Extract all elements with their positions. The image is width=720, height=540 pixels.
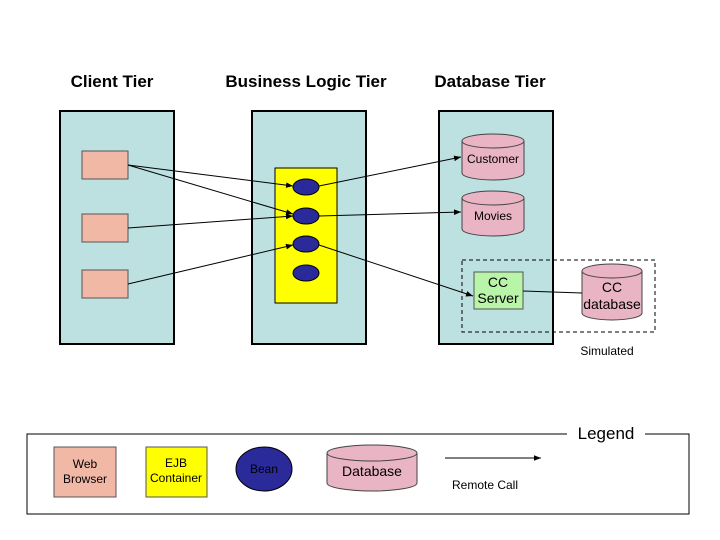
legend-title: Legend bbox=[578, 424, 635, 443]
customer-database: Customer bbox=[461, 133, 525, 181]
database-tier-title: Database Tier bbox=[434, 72, 546, 91]
cc-database: CC database bbox=[581, 263, 643, 321]
bean-1 bbox=[292, 178, 320, 196]
legend-remote-call-label: Remote Call bbox=[452, 478, 518, 492]
customer-database-label: Customer bbox=[467, 152, 519, 166]
web-browser-1 bbox=[81, 150, 129, 180]
legend-web-browser-swatch bbox=[53, 446, 117, 498]
bean-4 bbox=[292, 264, 320, 282]
business-tier-title: Business Logic Tier bbox=[225, 72, 387, 91]
cc-database-label-line2: database bbox=[583, 296, 641, 312]
legend-database-label: Database bbox=[342, 463, 402, 479]
call-browser1-bean1 bbox=[127, 164, 294, 188]
client-tier-title: Client Tier bbox=[71, 72, 154, 91]
simulated-label: Simulated bbox=[580, 344, 633, 358]
legend-bean-label: Bean bbox=[250, 462, 278, 476]
cc-database-label-line1: CC bbox=[602, 279, 622, 295]
cc-server bbox=[473, 271, 524, 310]
simulated-group bbox=[461, 259, 656, 333]
legend-bean-swatch bbox=[235, 446, 293, 492]
legend-web-browser-label-line1: Web bbox=[73, 457, 98, 471]
call-bean1-customer bbox=[318, 155, 462, 187]
bean-3 bbox=[292, 235, 320, 253]
legend-frame bbox=[26, 433, 690, 515]
legend-ejb-container-label-line1: EJB bbox=[165, 456, 187, 470]
movies-database-label: Movies bbox=[474, 209, 512, 223]
cc-server-db-link bbox=[522, 290, 583, 294]
legend-ejb-container-label-line2: Container bbox=[150, 471, 202, 485]
bean-2 bbox=[292, 207, 320, 225]
movies-database: Movies bbox=[461, 190, 525, 237]
legend-web-browser-label-line2: Browser bbox=[63, 472, 107, 486]
call-browser1-bean2 bbox=[127, 164, 294, 215]
call-bean3-ccserver bbox=[318, 244, 474, 297]
cc-server-label-line2: Server bbox=[477, 290, 519, 306]
call-browser2-bean2 bbox=[127, 213, 294, 229]
web-browser-3 bbox=[81, 269, 129, 299]
cc-server-label-line1: CC bbox=[488, 274, 508, 290]
legend: Legend Web Browser EJB Container Bean Da… bbox=[26, 424, 690, 515]
call-bean2-movies bbox=[318, 209, 462, 217]
legend-ejb-container-swatch bbox=[145, 446, 208, 498]
call-browser3-bean3 bbox=[127, 243, 294, 285]
web-browser-2 bbox=[81, 213, 129, 243]
legend-database-swatch: Database bbox=[326, 444, 418, 492]
